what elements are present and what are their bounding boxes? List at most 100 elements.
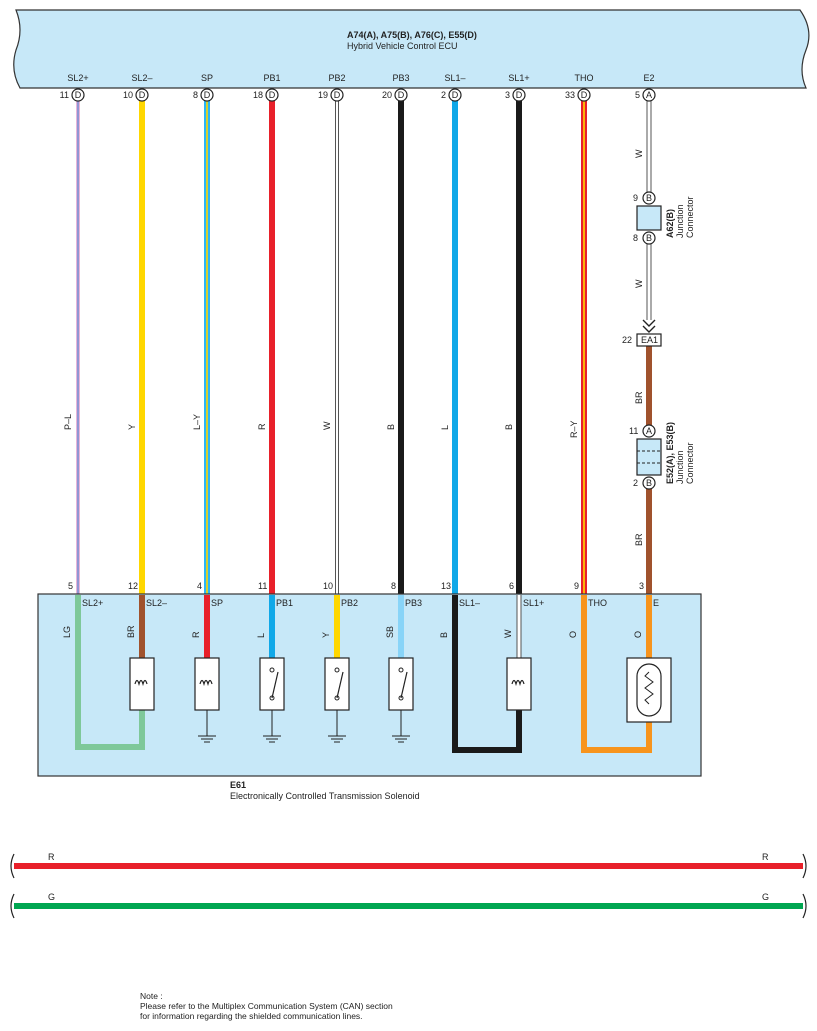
ecu-pin-circle xyxy=(265,88,279,102)
dest-pin-label: 11 xyxy=(258,581,267,591)
sol-terminal-label: SL2+ xyxy=(82,598,103,608)
dest-pin-label: 13 xyxy=(441,581,451,591)
switch-pb2-contact-top xyxy=(334,667,340,673)
wire-color-label: B xyxy=(504,424,514,430)
jc2-top-pin: 11 xyxy=(629,426,638,436)
ecu-signal-label: PB2 xyxy=(328,73,345,83)
ea1-pin: 22 xyxy=(622,335,632,345)
dest-pin-label: 9 xyxy=(574,581,579,591)
sol-terminal-label: SL1– xyxy=(459,598,480,608)
ecu-signal-label: SL1– xyxy=(444,73,465,83)
can-break-left xyxy=(10,853,15,879)
dest-pin-label: 6 xyxy=(509,581,514,591)
jc2-bottom-conn: B xyxy=(646,478,652,488)
ecu-pin-circle xyxy=(135,88,149,102)
sol-terminal-label: PB3 xyxy=(405,598,422,608)
ea1-label: EA1 xyxy=(641,335,658,345)
sol-terminal-label: PB2 xyxy=(341,598,358,608)
can-break-left xyxy=(10,893,15,919)
ecu-pin-circle xyxy=(577,88,591,102)
can-label-left: G xyxy=(48,892,55,902)
jc1-name-2: Connector xyxy=(685,196,695,238)
ecu-pin-circle xyxy=(200,88,214,102)
ecu-conn-letter: D xyxy=(269,90,276,100)
e2-run: B 9 B 8 A62(B) Junction Connector EA1 22… xyxy=(622,149,695,546)
ecu-conn-letter: D xyxy=(204,90,211,100)
switch-pb3-box xyxy=(388,657,414,711)
jc2-top-conn: A xyxy=(646,426,652,436)
ecu-pin-circle xyxy=(330,88,344,102)
ecu-box xyxy=(13,9,810,89)
ecu-signal-label: E2 xyxy=(643,73,654,83)
dest-pin-label: 8 xyxy=(391,581,396,591)
wire-color-label: L–Y xyxy=(192,414,202,430)
wire-color-label: W xyxy=(322,421,332,430)
solenoid-name: Electronically Controlled Transmission S… xyxy=(230,791,420,801)
ecu-pin-number: 8 xyxy=(193,90,198,100)
ecu-connectors: A74(A), A75(B), A76(C), E55(D) xyxy=(347,30,477,40)
sol-wire-color-label: L xyxy=(256,633,266,638)
jc1-top-pin: 9 xyxy=(633,193,638,203)
can-label-right: G xyxy=(762,892,769,902)
ecu-pin-number: 10 xyxy=(123,90,133,100)
sol-wire-color-label: R xyxy=(191,631,201,638)
ecu-pins: SL2+D11SL2–D10SPD8PB1D18PB2D19PB3D20SL1–… xyxy=(60,73,656,102)
ecu-signal-label: SL2– xyxy=(131,73,152,83)
thermistor-body xyxy=(636,663,662,717)
ecu-conn-letter: D xyxy=(516,90,523,100)
switch-pb1-contact-top xyxy=(269,667,275,673)
ecu-conn-letter: D xyxy=(452,90,459,100)
switch-pb1-box xyxy=(259,657,285,711)
sol-wire-color-label: SB xyxy=(385,626,395,638)
coil-sl2-box xyxy=(129,657,155,711)
sol-wire-color-label: LG xyxy=(62,626,72,638)
sol-terminal-label: SL1+ xyxy=(523,598,544,608)
e2-seg1-color: W xyxy=(634,149,644,158)
ecu-signal-label: THO xyxy=(575,73,594,83)
thermistor-resistor xyxy=(644,671,654,705)
dest-pin-label: 12 xyxy=(128,581,138,591)
sol-wire-color-label: O xyxy=(633,631,643,638)
jc2-bottom-pin: 2 xyxy=(633,478,638,488)
jc2-top-pin-circle xyxy=(642,424,656,438)
sol-wire-color-label: O xyxy=(568,631,578,638)
ecu-signal-label: SL2+ xyxy=(67,73,88,83)
ecu-conn-letter: D xyxy=(75,90,82,100)
ecu-pin-number: 18 xyxy=(253,90,263,100)
wire-color-label: B xyxy=(386,424,396,430)
can-label-left: R xyxy=(48,852,55,862)
can-break-right xyxy=(802,853,807,879)
jc1-name-1: Junction xyxy=(675,204,685,238)
ecu-pin-circle xyxy=(71,88,85,102)
jc2-name-2: Connector xyxy=(685,442,695,484)
sol-wire-color-label: B xyxy=(439,632,449,638)
ecu-signal-label: PB1 xyxy=(263,73,280,83)
jc1-bottom-pin: 8 xyxy=(633,233,638,243)
switch-pb1 xyxy=(271,671,279,699)
ecu-pin-circle xyxy=(642,88,656,102)
ecu-pin-circle xyxy=(512,88,526,102)
ea1-box xyxy=(636,333,662,347)
jc2-name-1: Junction xyxy=(675,450,685,484)
jc1-top-pin-circle xyxy=(642,191,656,205)
jc1-top-conn: B xyxy=(646,193,652,203)
coil-sl1 xyxy=(511,679,525,687)
ecu-pin-number: 33 xyxy=(565,90,575,100)
jc1-box xyxy=(636,205,662,231)
ecu-pin-number: 20 xyxy=(382,90,392,100)
jc2-box xyxy=(636,438,662,476)
ecu-conn-letter: D xyxy=(581,90,588,100)
switch-pb3 xyxy=(400,671,408,699)
can-break-right xyxy=(802,893,807,919)
ecu-pin-circle xyxy=(448,88,462,102)
coil-sp-box xyxy=(194,657,220,711)
wire-color-label: L xyxy=(440,425,450,430)
wire-color-label: R xyxy=(257,423,267,430)
coil-sp xyxy=(199,679,213,687)
ea1-chevron xyxy=(642,319,656,333)
ecu-conn-letter: D xyxy=(334,90,341,100)
e2-seg2-color: W xyxy=(634,279,644,288)
